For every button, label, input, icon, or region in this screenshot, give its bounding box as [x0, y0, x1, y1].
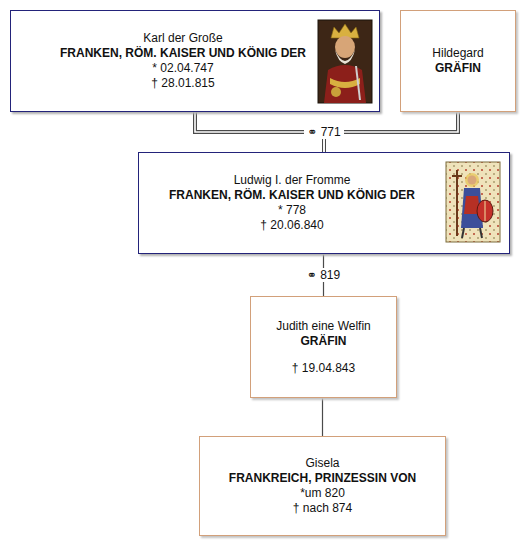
person-box: GiselaFRANKREICH, PRINZESSIN VON*um 820†…	[199, 436, 446, 536]
box-content: GiselaFRANKREICH, PRINZESSIN VON*um 820†…	[200, 437, 445, 535]
marriage-label: ⚭ 771	[304, 125, 343, 139]
box-content: HildegardGRÄFIN	[401, 11, 515, 111]
life-date: † 28.01.815	[151, 76, 214, 91]
family-line	[322, 398, 323, 436]
person-title: FRANKREICH, PRINZESSIN VON	[229, 471, 416, 486]
person-name: Karl der Große	[143, 31, 222, 46]
person-name: Gisela	[305, 456, 339, 471]
person-title: GRÄFIN	[301, 334, 347, 349]
box-content: Ludwig I. der FrommeFRANKEN, RÖM. KAISER…	[139, 153, 509, 253]
person-box: HildegardGRÄFIN	[400, 10, 516, 112]
marriage-label: ⚭ 819	[304, 268, 343, 282]
life-date: *um 820	[300, 486, 345, 501]
person-name: Judith eine Welfin	[276, 319, 371, 334]
life-date: † 20.06.840	[260, 218, 323, 233]
life-date: * 02.04.747	[152, 61, 213, 76]
person-box: Judith eine WelfinGRÄFIN † 19.04.843	[250, 296, 397, 398]
life-date: † 19.04.843	[292, 361, 355, 376]
double-line-inner	[324, 112, 458, 152]
portrait-ludwig	[446, 162, 500, 242]
person-name: Hildegard	[432, 46, 483, 61]
life-date: † nach 874	[293, 501, 352, 516]
person-name: Ludwig I. der Fromme	[234, 173, 351, 188]
box-content: Karl der GroßeFRANKEN, RÖM. KAISER UND K…	[11, 11, 379, 111]
person-box: Ludwig I. der FrommeFRANKEN, RÖM. KAISER…	[138, 152, 510, 254]
person-title: GRÄFIN	[435, 61, 481, 76]
life-date: * 778	[278, 203, 306, 218]
box-content: Judith eine WelfinGRÄFIN † 19.04.843	[251, 297, 396, 397]
family-line	[324, 112, 458, 152]
person-title: FRANKEN, RÖM. KAISER UND KÖNIG DER	[169, 188, 415, 203]
portrait-karl	[318, 20, 372, 103]
person-title: FRANKEN, RÖM. KAISER UND KÖNIG DER	[60, 46, 306, 61]
person-box: Karl der GroßeFRANKEN, RÖM. KAISER UND K…	[10, 10, 380, 112]
